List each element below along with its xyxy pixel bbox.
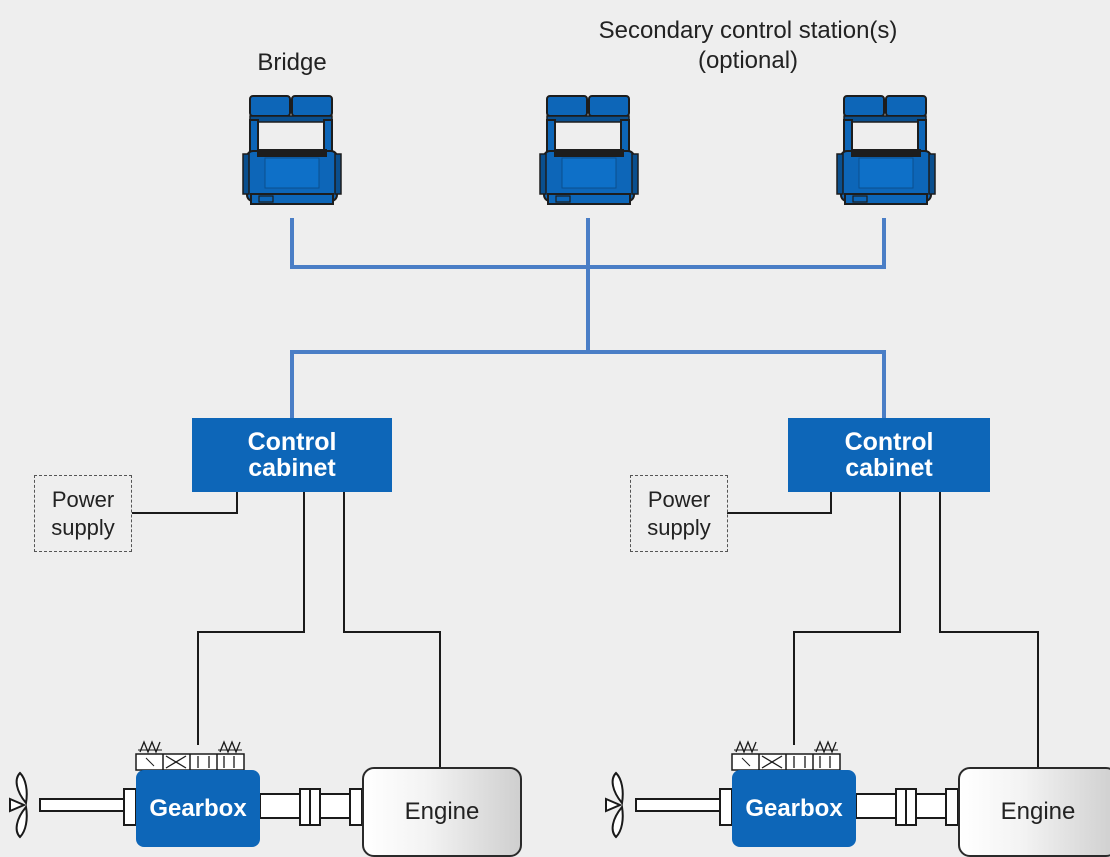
engine-1: Engine	[362, 767, 522, 857]
control-cabinet-1: Control cabinet	[192, 418, 392, 492]
power-supply-2: Power supply	[630, 475, 728, 552]
power-supply-1-label: Power supply	[51, 486, 115, 540]
power-supply-2-label: Power supply	[647, 486, 711, 540]
secondary-stations-label: Secondary control station(s) (optional)	[598, 17, 898, 74]
bridge-label: Bridge	[257, 49, 327, 76]
secondary-lever-icon-2	[836, 95, 936, 205]
engine-2: Engine	[958, 767, 1110, 857]
control-cabinet-2: Control cabinet	[788, 418, 990, 492]
drivetrain-1	[39, 788, 363, 826]
drivetrain-2	[635, 788, 959, 826]
network-lines	[290, 218, 886, 418]
wires	[132, 492, 1039, 767]
secondary-lever-icon-1	[539, 95, 639, 205]
gearbox-1-label: Gearbox	[149, 794, 247, 822]
gearbox-1: Gearbox	[136, 770, 260, 847]
propeller-icon-2	[605, 772, 624, 838]
control-cabinet-1-label: Control cabinet	[247, 428, 337, 482]
gearbox-2: Gearbox	[732, 770, 856, 847]
engine-1-label: Engine	[404, 798, 480, 825]
power-supply-1: Power supply	[34, 475, 132, 552]
control-cabinet-2-label: Control cabinet	[844, 428, 934, 482]
bridge-lever-icon	[242, 95, 342, 205]
propeller-icon-1	[9, 772, 28, 838]
gearbox-2-label: Gearbox	[745, 794, 843, 822]
engine-2-label: Engine	[1000, 798, 1076, 825]
hydraulic-valve-icon-1	[135, 741, 245, 771]
hydraulic-valve-icon-2	[731, 741, 841, 771]
